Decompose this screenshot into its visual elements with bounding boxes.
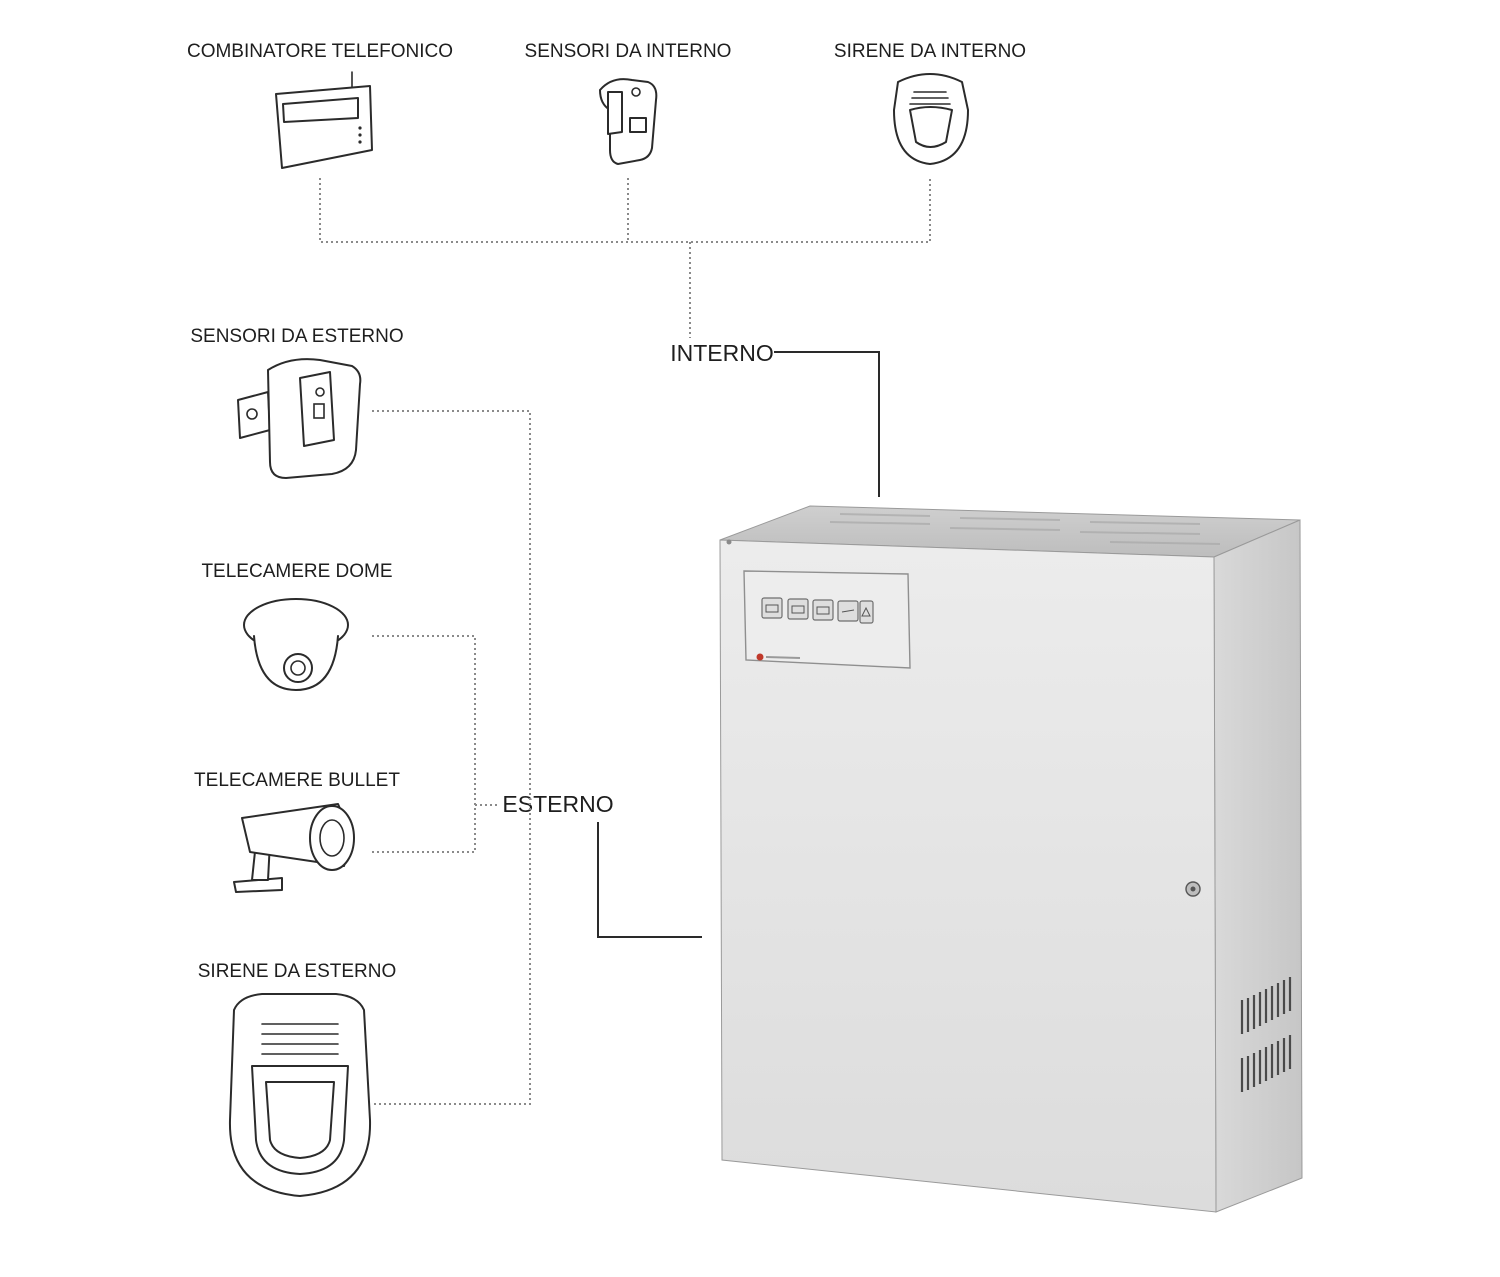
interno-group-label: INTERNO: [670, 340, 774, 366]
esterno-group-label: ESTERNO: [502, 791, 613, 817]
indoor-siren-icon: [893, 73, 969, 165]
interno-connector-line: [774, 351, 880, 497]
sirene-da-interno-label: SIRENE DA INTERNO: [834, 41, 1026, 62]
telecamere-bullet-label: TELECAMERE BULLET: [194, 770, 400, 791]
telecamere-dome-label: TELECAMERE DOME: [201, 561, 392, 582]
battery-indicator-2: [787, 598, 809, 620]
venitem-logo-mark: [756, 653, 764, 661]
dome-camera-icon: [243, 598, 349, 691]
esterno-dotted-connectors: [372, 410, 531, 1105]
battery-indicator-3: [812, 599, 834, 621]
sirene-da-esterno-label: SIRENE DA ESTERNO: [198, 961, 397, 982]
outdoor-siren-icon: [228, 993, 372, 1197]
warning-indicator: [859, 600, 874, 624]
venitem-logo-text: [765, 656, 801, 659]
outdoor-motion-sensor-icon: [237, 358, 362, 479]
sensori-da-esterno-label: SENSORI DA ESTERNO: [190, 326, 403, 347]
panel-indicators: [761, 597, 874, 624]
sensori-da-interno-label: SENSORI DA INTERNO: [525, 41, 732, 62]
bullet-camera-icon: [233, 803, 355, 893]
battery-indicator-1: [761, 597, 783, 619]
interno-dotted-connectors: [319, 178, 931, 338]
telephone-dialer-icon: [275, 71, 373, 169]
esterno-connector-line: [597, 822, 702, 938]
power-supply-cabinet-icon: [719, 505, 1303, 1213]
combinatore-telefonico-label: COMBINATORE TELEFONICO: [187, 41, 453, 62]
indoor-motion-sensor-icon: [599, 78, 658, 165]
